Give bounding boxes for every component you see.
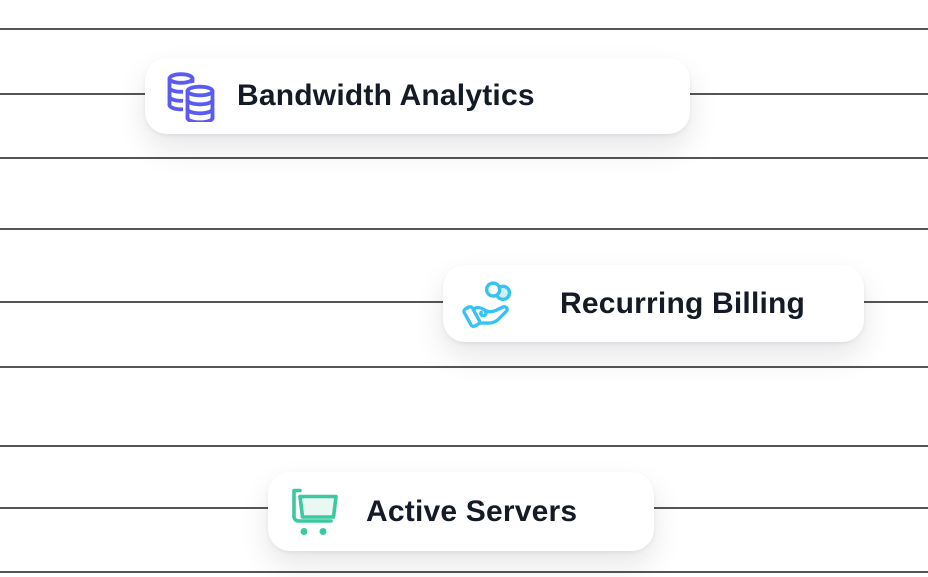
card-label: Active Servers bbox=[366, 494, 578, 528]
ruled-line bbox=[0, 366, 928, 368]
hand-coins-icon bbox=[462, 280, 512, 328]
ruled-line bbox=[0, 28, 928, 30]
card-label: Recurring Billing bbox=[560, 286, 806, 320]
ruled-line bbox=[0, 571, 928, 573]
card-label: Bandwidth Analytics bbox=[237, 79, 535, 112]
ruled-line bbox=[0, 157, 928, 159]
card-bandwidth-analytics[interactable]: Bandwidth Analytics bbox=[145, 58, 690, 134]
card-active-servers[interactable]: Active Servers bbox=[268, 472, 654, 551]
database-stack-icon bbox=[167, 72, 217, 122]
shopping-cart-icon bbox=[292, 488, 338, 535]
ruled-line bbox=[0, 445, 928, 447]
card-recurring-billing[interactable]: Recurring Billing bbox=[443, 265, 864, 342]
ruled-line bbox=[0, 228, 928, 230]
